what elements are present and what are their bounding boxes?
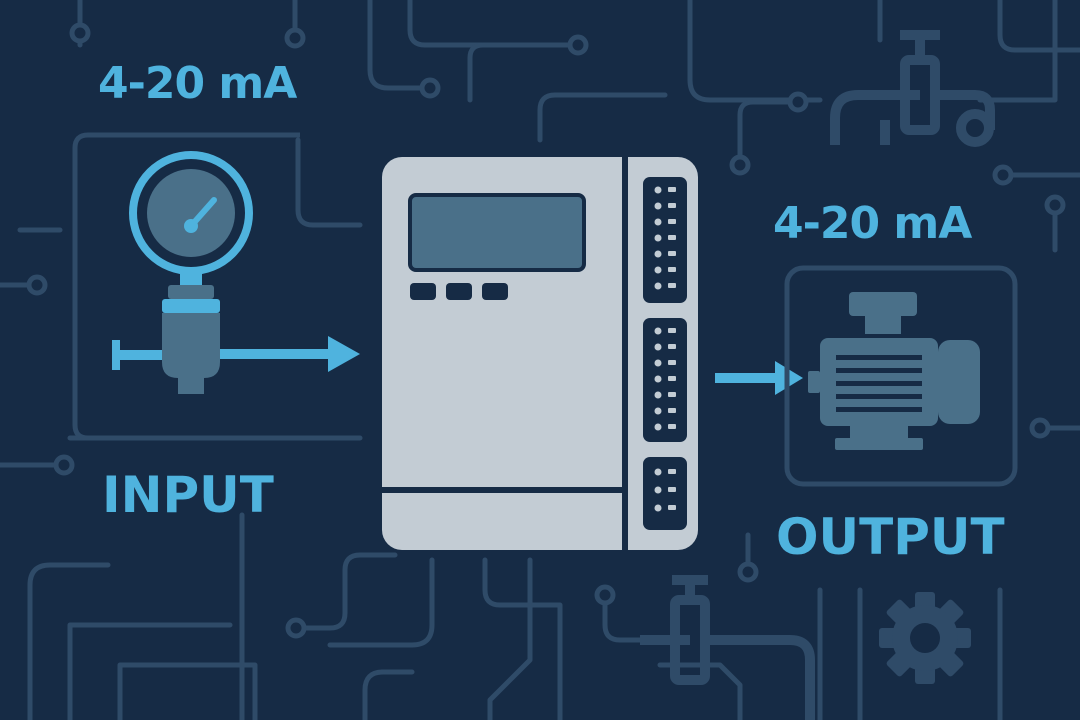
terminal-contacts <box>654 186 676 512</box>
circuit-nodes <box>26 22 1066 639</box>
electric-motor-icon <box>808 292 980 450</box>
module-button <box>446 283 472 300</box>
gear-icon <box>879 592 971 684</box>
input-signal-label: 4-20 mA <box>98 58 297 109</box>
valve-icon <box>830 30 995 147</box>
pressure-gauge-icon <box>112 151 253 394</box>
input-arrow <box>220 336 360 372</box>
output-signal-label: 4-20 mA <box>773 198 972 249</box>
input-title: INPUT <box>102 466 274 524</box>
module-button <box>410 283 436 300</box>
input-frame <box>72 132 300 441</box>
valve-icon <box>640 575 815 720</box>
terminal-block <box>643 177 687 530</box>
module-button <box>482 283 508 300</box>
module-display <box>408 193 586 272</box>
output-title: OUTPUT <box>776 508 1005 566</box>
output-frame <box>784 265 1018 487</box>
output-arrow <box>715 361 803 395</box>
signal-converter-module <box>382 157 698 550</box>
